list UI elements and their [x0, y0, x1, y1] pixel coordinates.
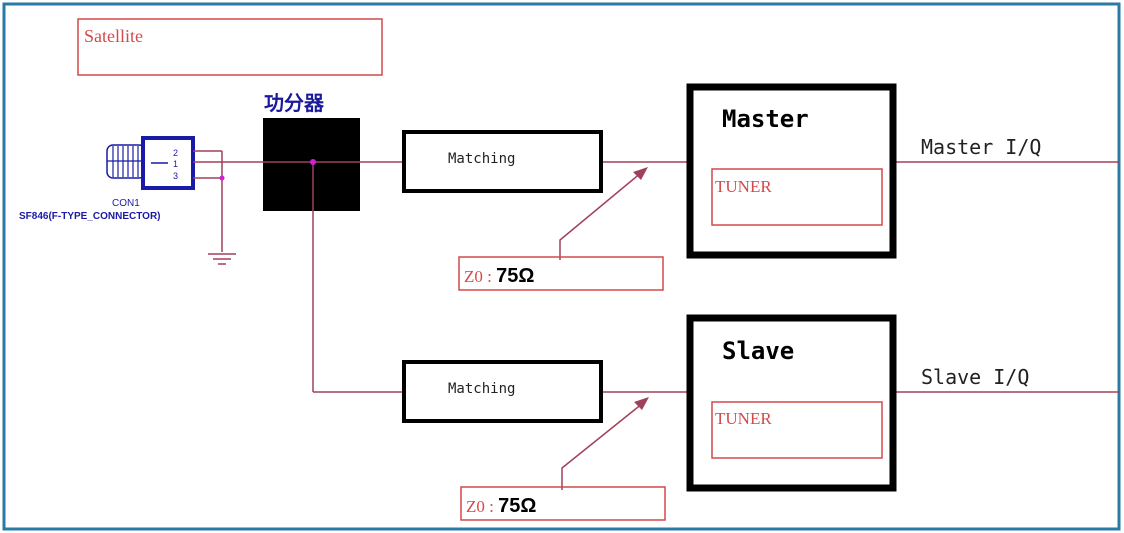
splitter-label: 功分器: [264, 92, 325, 115]
impedance-master-value: 75Ω: [496, 265, 534, 287]
impedance-slave-text: Z0 : 75Ω: [466, 495, 536, 517]
connector-pin-3: 3: [173, 171, 178, 181]
slave-label: Slave: [722, 337, 794, 365]
master-tuner-box: [711, 168, 883, 226]
impedance-slave-prefix: Z0 :: [466, 497, 498, 516]
master-box: [686, 83, 897, 259]
ground-icon: [208, 253, 236, 265]
slave-block: Slave TUNER: [686, 314, 897, 492]
impedance-annotation-slave: Z0 : 75Ω: [460, 397, 666, 521]
matching-master: Matching: [402, 130, 603, 193]
impedance-master-text: Z0 : 75Ω: [464, 265, 534, 287]
master-block: Master TUNER: [686, 83, 897, 259]
power-splitter: 功分器: [263, 92, 360, 211]
slave-box: [686, 314, 897, 492]
slave-tuner-box: [711, 401, 883, 459]
connector-pin-1: 1: [173, 159, 178, 169]
connector-ref: CON1: [112, 198, 140, 209]
matching-slave-label: Matching: [448, 381, 515, 397]
impedance-slave-value: 75Ω: [498, 495, 536, 517]
connector-pin-2: 2: [173, 148, 178, 158]
slave-tuner-label: TUNER: [715, 409, 772, 428]
impedance-slave-pointer: [561, 402, 644, 490]
connector-part: SF846(F-TYPE_CONNECTOR): [19, 211, 161, 222]
ground-junction-dot: [219, 175, 225, 181]
master-label: Master: [722, 105, 809, 133]
impedance-master-prefix: Z0 :: [464, 267, 496, 286]
satellite-label: Satellite: [84, 26, 143, 46]
satellite-annotation: Satellite: [77, 18, 383, 76]
matching-slave-box: [402, 360, 603, 423]
impedance-master-pointer: [559, 171, 643, 260]
matching-slave: Matching: [402, 360, 603, 423]
splitter-junction-dot: [310, 159, 316, 165]
impedance-annotation-master: Z0 : 75Ω: [458, 167, 664, 291]
slave-output-label: Slave I/Q: [921, 365, 1029, 389]
impedance-master-box: [458, 256, 664, 291]
impedance-slave-box: [460, 486, 666, 521]
ground-wiring: [193, 150, 223, 252]
master-tuner-label: TUNER: [715, 177, 772, 196]
matching-master-box: [402, 130, 603, 193]
impedance-master-arrowhead: [633, 167, 648, 180]
matching-master-label: Matching: [448, 151, 515, 167]
connector-con1: 2 1 3 CON1 SF846(F-TYPE_CONNECTOR): [19, 136, 195, 222]
master-output-label: Master I/Q: [921, 135, 1041, 159]
impedance-slave-arrowhead: [634, 397, 649, 410]
satellite-box: [77, 18, 383, 76]
